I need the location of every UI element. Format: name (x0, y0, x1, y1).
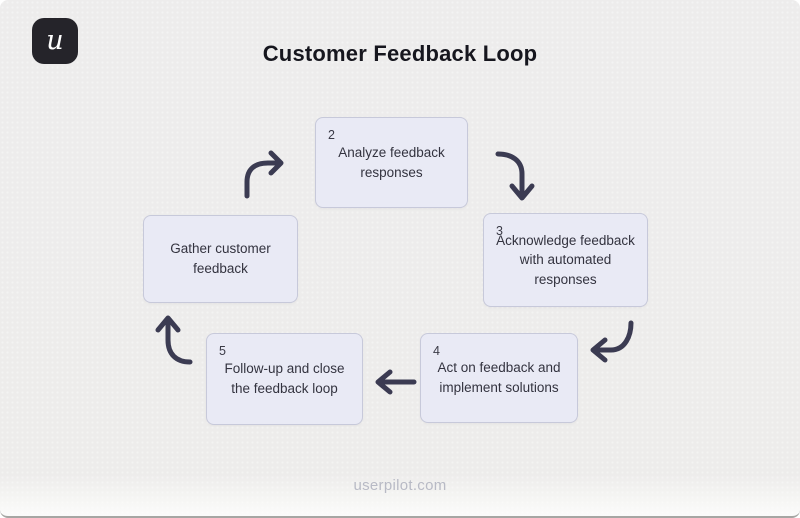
curved-arrow-left-up-icon (148, 310, 196, 368)
straight-arrow-left-icon (370, 368, 418, 396)
node-label: Acknowledge feedback with automated resp… (496, 232, 635, 287)
logo-letter: u (46, 24, 64, 56)
curved-arrow-up-right-icon (238, 150, 288, 200)
node-act-on-feedback: 4 Act on feedback and implement solution… (420, 333, 578, 423)
node-acknowledge-feedback: 3 Acknowledge feedback with automated re… (483, 213, 648, 307)
node-number: 3 (496, 224, 503, 238)
node-number: 2 (328, 128, 335, 142)
node-number: 4 (433, 344, 440, 358)
node-label: Act on feedback and implement solutions (437, 360, 561, 395)
node-analyze-feedback-responses: 2 Analyze feedback responses (315, 117, 468, 208)
footer-url: userpilot.com (353, 477, 447, 494)
curved-arrow-down-left-icon (585, 318, 637, 368)
node-label: Analyze feedback responses (338, 144, 445, 180)
node-number: 5 (219, 344, 226, 358)
node-follow-up-close-loop: 5 Follow-up and close the feedback loop (206, 333, 363, 425)
curved-arrow-right-down-icon (494, 148, 540, 204)
node-gather-customer-feedback: Gather customer feedback (143, 215, 298, 303)
node-label: Gather customer feedback (170, 241, 271, 276)
diagram-title: Customer Feedback Loop (262, 41, 538, 66)
node-label: Follow-up and close the feedback loop (224, 361, 345, 396)
userpilot-logo: u (32, 18, 78, 64)
